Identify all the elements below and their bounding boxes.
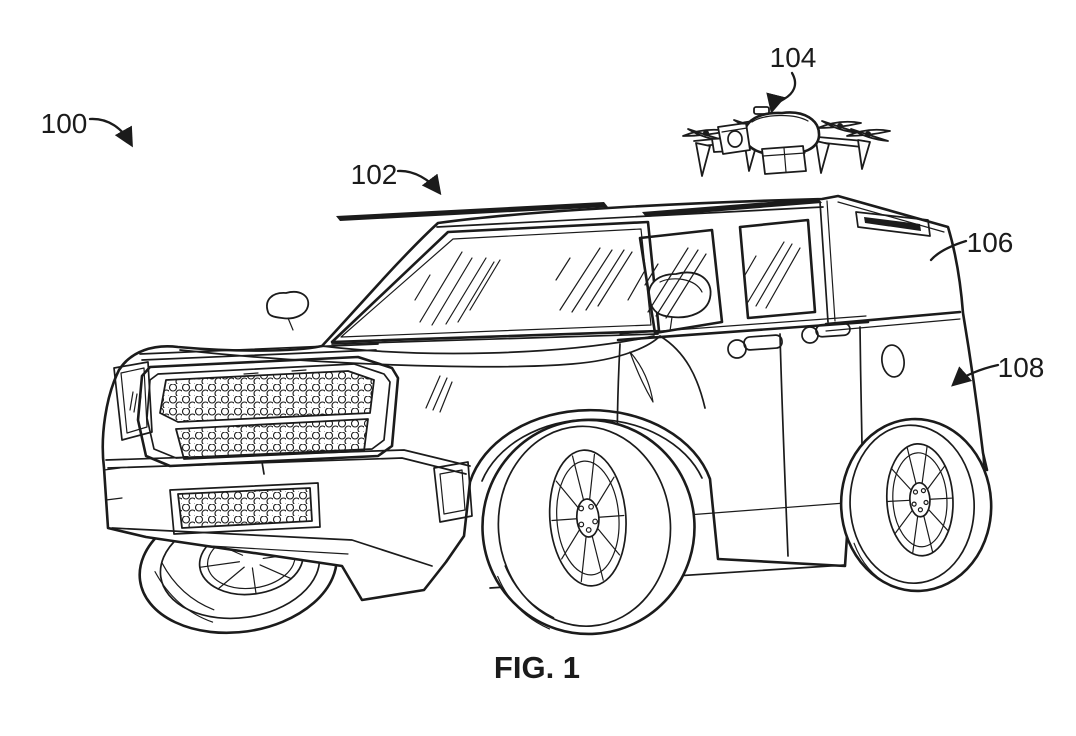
front-grille bbox=[136, 355, 400, 475]
grille-mesh-upper bbox=[159, 370, 375, 423]
wheel-front bbox=[481, 418, 696, 636]
roof-edge-line bbox=[436, 206, 824, 228]
side-window-hatch bbox=[644, 241, 801, 319]
ref-label-104: 104 bbox=[770, 42, 817, 73]
drone-drawing bbox=[682, 106, 891, 177]
cap-window bbox=[855, 211, 931, 237]
bumper-mesh bbox=[177, 487, 313, 529]
wheel-rear bbox=[839, 417, 993, 593]
bed-cap bbox=[819, 200, 962, 332]
fender-hatch bbox=[425, 351, 654, 413]
roof-rail-rear bbox=[642, 198, 822, 217]
rear-wheel-spokes bbox=[886, 445, 954, 554]
roof-rail-front bbox=[336, 202, 608, 221]
figure-caption: FIG. 1 bbox=[494, 650, 580, 685]
drone-camera bbox=[717, 122, 751, 155]
vehicle-drawing bbox=[101, 194, 993, 636]
fog-light-slot bbox=[433, 461, 473, 523]
ref-label-102: 102 bbox=[351, 159, 398, 190]
leader-arrow-108 bbox=[951, 363, 1000, 387]
leader-arrow-102 bbox=[396, 169, 442, 196]
windshield bbox=[330, 220, 661, 344]
reference-annotations: 100 102 104 106 108 bbox=[41, 42, 1045, 387]
fuel-door bbox=[881, 344, 905, 378]
front-wheel-spokes bbox=[551, 453, 625, 583]
far-side-mirror bbox=[266, 291, 310, 331]
leader-line-106 bbox=[929, 239, 968, 262]
ref-label-108: 108 bbox=[998, 352, 1045, 383]
side-windows bbox=[638, 218, 817, 335]
door-handle-front bbox=[727, 334, 783, 359]
leader-arrow-100 bbox=[88, 117, 133, 148]
drone-package bbox=[761, 145, 807, 175]
ref-label-106: 106 bbox=[967, 227, 1014, 258]
windshield-glare-hatch bbox=[414, 247, 645, 326]
ref-label-100: 100 bbox=[41, 108, 88, 139]
leader-arrow-104 bbox=[766, 71, 797, 114]
front-bumper bbox=[103, 449, 473, 567]
